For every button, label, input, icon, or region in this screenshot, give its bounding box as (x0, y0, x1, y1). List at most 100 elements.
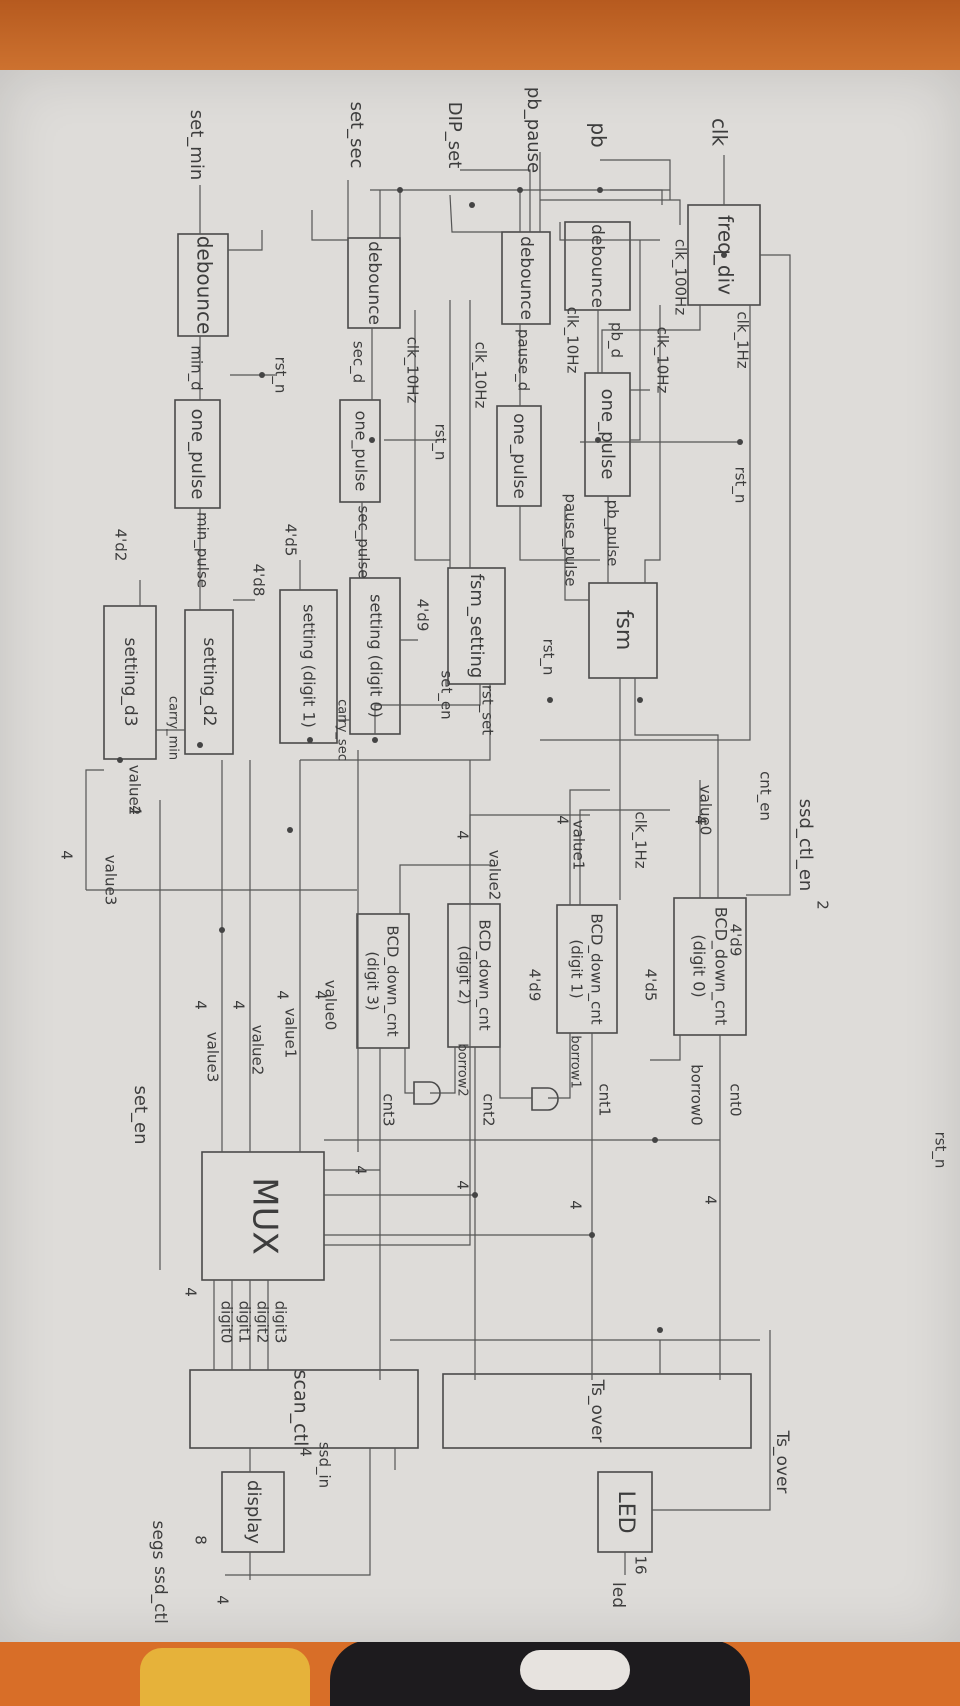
label-freq-div: freq_div (714, 215, 738, 295)
block-debounce-pause (501, 231, 551, 325)
width-4-p: 4 (214, 1595, 232, 1605)
and-gate-digit1 (531, 1087, 559, 1111)
block-fsm-setting (447, 567, 506, 685)
block-bcd-digit1 (556, 904, 618, 1034)
width-4-b: 4 (554, 815, 572, 825)
width-8: 8 (192, 1535, 210, 1545)
const-d2-setting: 4'd2 (112, 529, 130, 562)
block-mux (201, 1151, 325, 1281)
signal-pb-d: pb_d (607, 322, 626, 358)
signal-set-min: set_min (186, 110, 207, 180)
signal-value0-a: value0 (697, 785, 715, 836)
block-ts-over (442, 1373, 752, 1449)
label-bcd0-digit: (digit 0) (690, 934, 709, 997)
signal-clk-100hz: clk_100Hz (671, 239, 690, 316)
label-setting-digit1: setting (digit 1) (300, 604, 319, 728)
label-display: display (243, 1480, 264, 1544)
width-4-d: 4 (127, 805, 145, 815)
signal-set-en-b: set_en (130, 1086, 151, 1145)
signal-rst-set: rst_set (478, 685, 497, 735)
label-bcd1-name: BCD_down_cnt (587, 913, 606, 1024)
label-one-pulse-min: one_pulse (187, 409, 208, 500)
label-bcd0-name: BCD_down_cnt (711, 907, 731, 1026)
signal-set-sec: set_sec (346, 102, 367, 169)
signal-carry-min: carry_min (166, 696, 181, 760)
const-d9-bcd2: 4'd9 (526, 969, 544, 1002)
const-d5-bcd1: 4'd5 (642, 969, 660, 1002)
table-surface-top (0, 0, 960, 80)
signal-borrow1: borrow1 (568, 1035, 583, 1088)
width-4-j: 4 (312, 990, 330, 1000)
signal-pause-d: pause_d (514, 329, 533, 391)
signal-pause-pulse: pause_pulse (561, 493, 580, 586)
signal-borrow2: borrow2 (455, 1043, 470, 1096)
width-4-m: 4 (192, 1000, 210, 1010)
label-mux: MUX (245, 1177, 285, 1255)
label-bcd3-digit: (digit 3) (364, 951, 382, 1010)
block-setting-d2 (184, 609, 234, 755)
signal-cnt0: cnt0 (727, 1083, 745, 1116)
block-bcd-digit3 (356, 913, 410, 1049)
label-bcd2-name: BCD_down_cnt (475, 919, 494, 1030)
signal-value1-b: value1 (282, 1008, 300, 1059)
signal-ssd-ctl-en: ssd_ctl_en (795, 799, 816, 892)
signal-value0-b: value0 (322, 980, 340, 1031)
signal-digit3: digit3 (272, 1301, 290, 1344)
signal-cnt-en: cnt_en (756, 771, 775, 821)
signal-min-d: min_d (187, 345, 206, 390)
block-one-pulse-sec (339, 399, 381, 503)
signal-clk-1hz-bcd: clk_1Hz (631, 811, 650, 868)
signal-borrow0: borrow0 (688, 1064, 706, 1125)
signal-segs: segs (148, 1521, 168, 1560)
signal-cnt1: cnt1 (596, 1083, 614, 1116)
block-debounce-min (177, 233, 229, 337)
signal-digit1: digit1 (236, 1301, 254, 1344)
signal-led: led (608, 1582, 628, 1608)
signal-rst-n-d: rst_n (271, 357, 290, 394)
signal-ssd-in: ssd_in (315, 1442, 334, 1488)
table-object-yellow (140, 1648, 310, 1706)
width-4-i: 4 (352, 1165, 370, 1175)
signal-two: 2 (814, 900, 832, 910)
wires (85, 152, 791, 1580)
signal-carry-sec: carry_sec (335, 699, 350, 761)
label-one-pulse-pause: one_pulse (509, 413, 529, 499)
signal-ts-over: Ts_over (772, 1430, 792, 1494)
signal-rst-n-a: rst_n (731, 467, 750, 504)
signal-value2-c: value2 (249, 1025, 267, 1076)
label-debounce-pb: debounce (587, 224, 607, 308)
label-one-pulse-pb: one_pulse (597, 389, 618, 480)
signal-clk-10hz-b: clk_10Hz (563, 307, 582, 374)
label-bcd2-digit: (digit 2) (456, 945, 474, 1004)
signal-ssd-ctl: ssd_ctl (150, 1566, 170, 1624)
block-setting-digit1 (279, 589, 338, 744)
block-setting-d3 (103, 605, 157, 760)
signal-min-pulse: min_pulse (193, 512, 212, 588)
signal-sec-d: sec_d (349, 341, 368, 383)
width-4-e: 4 (58, 850, 76, 860)
label-debounce-sec: debounce (364, 241, 384, 325)
label-fsm-setting: fsm_setting (466, 574, 487, 679)
signal-value1-a: value1 (570, 820, 588, 871)
signal-clk-10hz-c: clk_10Hz (471, 342, 490, 409)
signal-pb-pulse: pb_pulse (603, 500, 622, 567)
signal-rst-n-b: rst_n (539, 639, 558, 676)
block-scan-ctl (189, 1369, 419, 1449)
signal-digit0: digit0 (218, 1301, 236, 1344)
label-led: LED (613, 1490, 638, 1533)
const-d8-setting: 4'd8 (250, 564, 268, 597)
width-4-o: 4 (297, 1447, 315, 1457)
signal-value3-a: value3 (102, 855, 120, 906)
label-fsm: fsm (611, 610, 636, 651)
signal-value2-a: value2 (486, 850, 504, 901)
signal-value2-b: value2 (126, 765, 144, 816)
const-d5-setting: 4'd5 (282, 524, 300, 557)
signal-clk-10hz-a: clk_10Hz (653, 327, 672, 394)
width-4-k: 4 (274, 990, 292, 1000)
label-ts-over-block: Ts_over (587, 1379, 607, 1443)
label-bcd3-name: BCD_down_cnt (383, 925, 402, 1036)
label-scan-ctl: scan_ctl (290, 1370, 312, 1447)
junctions (117, 187, 743, 1333)
label-bcd1-digit: (digit 1) (568, 939, 586, 998)
width-4-n: 4 (182, 1287, 200, 1297)
